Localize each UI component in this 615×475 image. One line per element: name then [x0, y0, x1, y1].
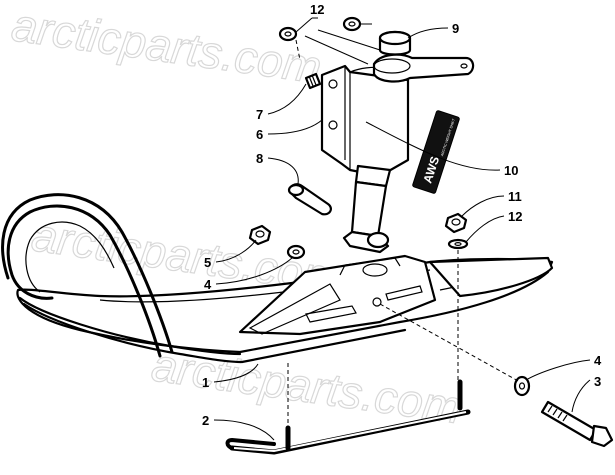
- bolt[interactable]: [540, 400, 614, 448]
- assembly-line-bolt: [379, 303, 521, 383]
- watermark-bottom: arcticparts.com: [149, 338, 465, 433]
- callout-7: 7: [256, 107, 263, 122]
- callouts: 12 9 7 6 8 10 11 12 5 4 4 3 1 2: [202, 2, 602, 428]
- leader-3: [571, 379, 591, 413]
- leader-4-upper: [215, 257, 293, 285]
- leader-4-lower: [525, 359, 591, 381]
- callout-13: 12: [310, 2, 324, 17]
- wear-bar-hook: [225, 438, 276, 450]
- wear-bar-rod-highlight: [233, 411, 467, 453]
- leader-6: [267, 119, 323, 135]
- leader-9: [407, 27, 449, 39]
- spindle-arm-hole: [460, 63, 468, 69]
- spindle-housing-hole-top: [328, 79, 338, 89]
- leader-2: [213, 419, 275, 441]
- nut-left[interactable]: [248, 224, 272, 246]
- spindle-arm[interactable]: [372, 30, 475, 83]
- callout-8: 8: [256, 151, 263, 166]
- callout-4-lower: 4: [594, 353, 602, 368]
- leader-13-diag: [317, 29, 381, 51]
- spindle-shaft-lower: [350, 180, 388, 238]
- callout-11: 11: [508, 189, 522, 204]
- wear-bar[interactable]: [225, 379, 471, 455]
- callout-9: 9: [452, 21, 459, 36]
- callout-4-upper: 4: [204, 277, 212, 292]
- leader-10: [365, 121, 501, 171]
- leader-7: [267, 83, 307, 115]
- spindle-housing-edge: [344, 66, 351, 170]
- ski-handle-outer: [6, 204, 162, 358]
- spindle-shaft-bushing: [366, 231, 390, 249]
- leader-8: [267, 157, 299, 185]
- ski-handle-inner: [1, 193, 174, 354]
- spindle-housing-body: [320, 64, 410, 178]
- leader-13-left: [295, 17, 313, 33]
- aws-decal-background: [412, 110, 460, 194]
- spindle-housing-hole-bottom: [328, 120, 338, 130]
- aws-decal[interactable]: AWS ARCTIC WEIGHT SHIFT: [412, 110, 460, 194]
- nut-right-hole: [451, 218, 461, 226]
- callout-10: 10: [504, 163, 518, 178]
- ski-handle-inner-2: [25, 221, 115, 293]
- spindle-arm-boss: [373, 58, 411, 74]
- leader-1: [213, 363, 259, 383]
- set-screw-threads: [308, 74, 317, 87]
- ski-saddle-bolt-hole: [372, 297, 382, 307]
- nut-right[interactable]: [444, 212, 468, 234]
- top-washer-right[interactable]: [342, 16, 362, 32]
- assembly-line-washer: [295, 39, 301, 61]
- assembly-lines: [287, 39, 521, 430]
- ski-saddle-slot-2: [385, 285, 423, 301]
- leader-13-arm: [304, 35, 369, 65]
- ski-edge-2: [22, 302, 407, 364]
- bushing-end: [287, 183, 305, 197]
- leader-lines: [213, 17, 591, 441]
- top-washer-left[interactable]: [278, 26, 298, 42]
- spindle-shaft[interactable]: [342, 164, 392, 254]
- callout-3: 3: [594, 374, 601, 389]
- callout-12: 12: [508, 209, 522, 224]
- washer-right[interactable]: [447, 238, 469, 250]
- top-washer-left-hole: [284, 31, 292, 37]
- ski-tip: [428, 256, 554, 298]
- callout-2: 2: [202, 413, 209, 428]
- bolt-shaft: [540, 400, 598, 442]
- top-washer-right-hole: [348, 21, 356, 27]
- leader-5: [215, 239, 257, 263]
- ski-saddle-front: [248, 283, 341, 335]
- washer-right-hole: [454, 242, 462, 247]
- nut-left-hole: [255, 230, 265, 238]
- bushing[interactable]: [287, 183, 332, 216]
- washer-upper[interactable]: [286, 244, 306, 260]
- leader-12: [465, 215, 505, 243]
- callout-1: 1: [202, 375, 209, 390]
- washer-lower[interactable]: [513, 375, 531, 397]
- spindle-cap-top: [378, 30, 412, 46]
- ski-saddle-top: [339, 257, 401, 276]
- callout-6: 6: [256, 127, 263, 142]
- ski-saddle-spindle-hole: [362, 263, 388, 277]
- watermark-top: arcticparts.com: [9, 0, 325, 93]
- washer-upper-hole: [292, 249, 300, 255]
- washer-lower-hole: [518, 382, 526, 390]
- bolt-threads: [547, 405, 568, 422]
- bolt-head: [590, 424, 614, 448]
- callout-5: 5: [204, 255, 211, 270]
- ski-saddle-slot-1: [305, 305, 357, 323]
- ski[interactable]: [1, 193, 554, 364]
- leader-11: [461, 195, 505, 217]
